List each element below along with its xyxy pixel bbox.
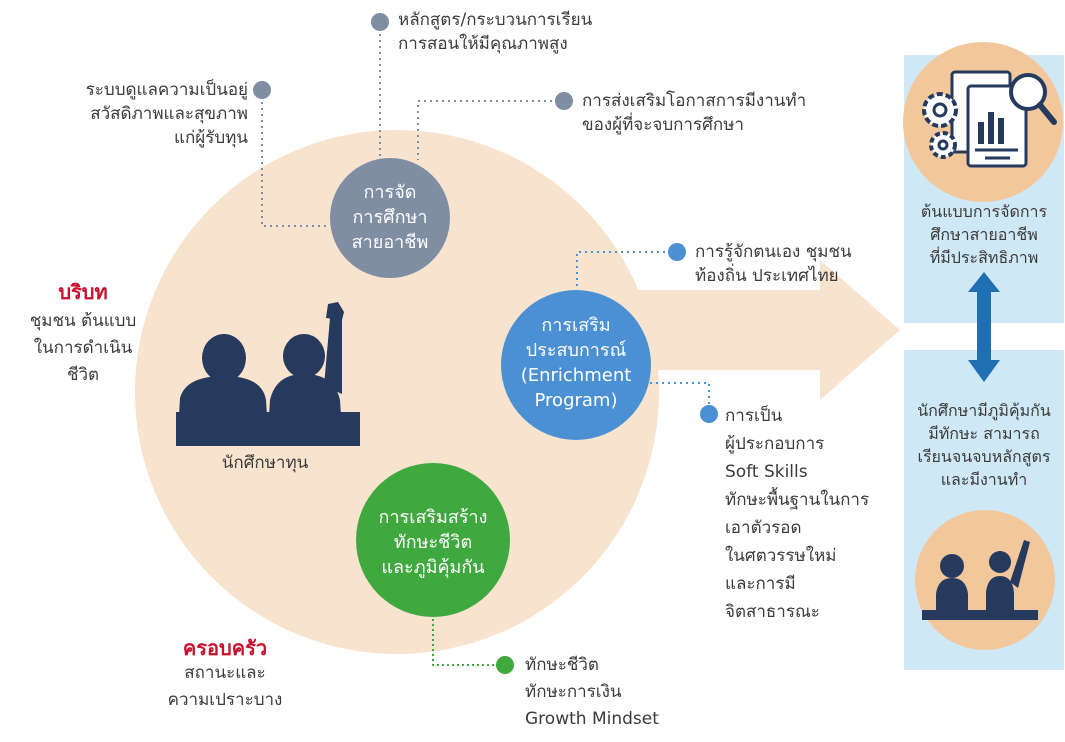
welfare-line-1: ระบบดูแลความเป็นอยู่: [85, 80, 248, 100]
student-outcome-text: นักศึกษามีภูมิคุ้มกัน มีทักษะ สามารถ เรี…: [899, 399, 1065, 491]
connector-entrepreneur: [650, 382, 710, 414]
connector-employment: [417, 100, 564, 160]
bullet-welfare: [253, 81, 271, 99]
welfare-line-3: แก่ผู้รับทุน: [174, 128, 248, 148]
students-caption: นักศึกษาทุน: [221, 453, 309, 473]
bullet-employment: [555, 92, 573, 110]
model-line-3: ที่มีประสิทธิภาพ: [929, 248, 1039, 267]
enrichment-line-1: การเสริม: [541, 315, 611, 336]
skills-label: ทักษะชีวิต ทักษะการเงิน Growth Mindset: [525, 652, 659, 733]
family-text: สถานะและ ความเปราะบาง: [150, 660, 300, 714]
enrichment-circle-label: การเสริม ประสบการณ์ (Enrichment Program): [501, 313, 651, 413]
students-silhouette: [176, 302, 360, 446]
self-line-2: ท้องถิ่น ประเทศไทย: [695, 266, 839, 286]
enrichment-line-3: (Enrichment: [520, 365, 632, 386]
context-heading: บริบท: [58, 280, 108, 304]
lifeskills-circle: [356, 463, 510, 617]
self-line-1: การรู้จักตนเอง ชุมชน: [695, 242, 852, 262]
skills-line-1: ทักษะชีวิต: [525, 655, 599, 675]
vocational-line-3: สายอาชีพ: [351, 232, 429, 253]
enrichment-line-2: ประสบการณ์: [525, 340, 627, 361]
curriculum-line-1: หลักสูตร/กระบวนการเรียน: [398, 10, 593, 30]
students-small-silhouette: [922, 540, 1038, 620]
skills-line-2: ทักษะการเงิน: [525, 682, 622, 702]
gear-icon: [922, 92, 958, 159]
lifeskills-line-1: การเสริมสร้าง: [378, 507, 488, 528]
self-knowledge-label: การรู้จักตนเอง ชุมชน ท้องถิ่น ประเทศไทย: [695, 240, 852, 288]
employment-line-1: การส่งเสริมโอกาสการมีงานทำ: [582, 91, 807, 111]
entrepreneur-line-8: จิตสาธารณะ: [725, 602, 820, 622]
entrepreneur-line-5: เอาตัวรอด: [725, 518, 802, 538]
document-chart-icon: [950, 70, 1028, 168]
student-outcome-line-4: และมีงานทำ: [940, 470, 1028, 489]
model-outcome-text: ต้นแบบการจัดการ ศึกษาสายอาชีพ ที่มีประสิ…: [899, 200, 1065, 269]
magnifier-icon: [1009, 73, 1057, 125]
student-outcome-line-1: นักศึกษามีภูมิคุ้มกัน: [917, 401, 1051, 420]
welfare-line-2: สวัสดิภาพและสุขภาพ: [90, 104, 248, 124]
bullet-curriculum: [371, 13, 389, 31]
vocational-circle-label: การจัด การศึกษา สายอาชีพ: [330, 180, 450, 255]
lifeskills-line-2: ทักษะชีวิต: [393, 532, 473, 553]
context-line-1: ชุมชน ต้นแบบ: [29, 311, 137, 331]
entrepreneur-line-1: การเป็น: [725, 406, 783, 426]
connector-welfare: [261, 90, 330, 227]
vocational-line-2: การศึกษา: [352, 207, 428, 228]
student-outcome-line-2: มีทักษะ สามารถ: [928, 424, 1040, 443]
skills-line-3: Growth Mindset: [525, 709, 659, 729]
vocational-line-1: การจัด: [363, 182, 417, 203]
context-circle: [135, 130, 659, 654]
employment-line-2: ของผู้ที่จะจบการศึกษา: [582, 115, 744, 135]
bullet-skills: [496, 656, 514, 674]
entrepreneur-line-6: ในศตวรรษใหม่: [725, 546, 837, 566]
model-line-1: ต้นแบบการจัดการ: [920, 202, 1048, 221]
bullet-self: [668, 243, 686, 261]
student-outcome-line-3: เรียนจนจบหลักสูตร: [917, 447, 1051, 466]
connector-skills: [432, 614, 505, 666]
vocational-circle: [330, 158, 450, 278]
entrepreneur-label: การเป็น ผู้ประกอบการ Soft Skills ทักษะพื…: [725, 402, 869, 626]
lifeskills-line-3: และภูมิคุ้มกัน: [381, 557, 485, 578]
family-line-2: ความเปราะบาง: [167, 690, 283, 710]
entrepreneur-line-4: ทักษะพื้นฐานในการ: [725, 490, 870, 510]
enrichment-circle: [501, 290, 651, 440]
bullet-entrepreneur: [700, 405, 718, 423]
double-arrow: [968, 272, 1000, 382]
welfare-label: ระบบดูแลความเป็นอยู่ สวัสดิภาพและสุขภาพ …: [40, 78, 248, 150]
entrepreneur-line-7: และการมี: [725, 574, 796, 594]
curriculum-line-2: การสอนให้มีคุณภาพสูง: [398, 34, 568, 54]
student-icon-circle: [915, 510, 1055, 650]
context-line-3: ชีวิต: [66, 365, 100, 385]
context-line-2: ในการดำเนิน: [33, 338, 133, 358]
entrepreneur-line-3: Soft Skills: [725, 462, 808, 482]
enrichment-line-4: Program): [534, 390, 618, 411]
family-line-1: สถานะและ: [184, 663, 266, 683]
model-line-2: ศึกษาสายอาชีพ: [930, 225, 1038, 244]
context-text: ชุมชน ต้นแบบ ในการดำเนิน ชีวิต: [18, 308, 148, 389]
curriculum-label: หลักสูตร/กระบวนการเรียน การสอนให้มีคุณภา…: [398, 8, 592, 56]
employment-label: การส่งเสริมโอกาสการมีงานทำ ของผู้ที่จะจบ…: [582, 89, 806, 137]
entrepreneur-line-2: ผู้ประกอบการ: [725, 434, 825, 454]
family-heading: ครอบครัว: [182, 636, 268, 660]
lifeskills-circle-label: การเสริมสร้าง ทักษะชีวิต และภูมิคุ้มกัน: [356, 505, 510, 580]
